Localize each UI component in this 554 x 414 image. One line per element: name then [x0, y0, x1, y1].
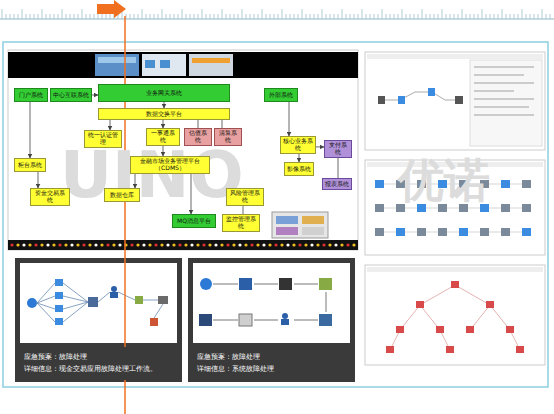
system-box: 资金交易系统	[30, 188, 70, 206]
box-label: 风险管理系统	[229, 190, 261, 204]
connector	[316, 146, 324, 147]
box-label: 估值系统	[187, 130, 209, 144]
system-box: 报表系统	[322, 178, 352, 190]
connector	[222, 120, 223, 128]
system-box: 风险管理系统	[226, 188, 264, 206]
system-box: 外部系统	[264, 88, 298, 102]
panel-caption: 应急预案：故障处理详细信息：现金交易应用故障处理工作流。	[17, 347, 180, 380]
box-label: 报表系统	[325, 181, 349, 188]
caption-line: 应急预案：故障处理	[24, 354, 87, 361]
box-label: 金融市场业务管理平台（CDMS）	[133, 158, 207, 172]
system-box: 影像系统	[284, 162, 314, 176]
connector	[338, 158, 339, 178]
box-label: 支付系统	[327, 142, 349, 156]
system-box: 监控管理系统	[222, 214, 260, 232]
system-box: 统一认证管理	[84, 130, 122, 148]
box-label: 清算系统	[217, 130, 239, 144]
box-label: 业务网关系统	[146, 90, 182, 97]
connector	[198, 120, 199, 128]
system-box: 业务网关系统	[98, 84, 230, 102]
system-box: 清算系统	[214, 128, 242, 146]
system-box: 一事通系统	[146, 128, 180, 146]
system-box: 数据仓库	[104, 188, 140, 202]
box-label: 数据仓库	[110, 192, 134, 199]
box-label: 核心业务系统	[283, 138, 313, 152]
system-box: 中心互联系统	[50, 88, 92, 102]
caption-line: 详细信息：现金交易应用故障处理工作流。	[24, 366, 157, 373]
system-box: 核心业务系统	[280, 136, 316, 154]
caption-line: 应急预案：故障处理	[197, 354, 260, 361]
watermark: 优诺	[398, 150, 490, 212]
system-box: 金融市场业务管理平台（CDMS）	[130, 156, 210, 174]
system-box: 估值系统	[184, 128, 212, 146]
box-label: 柜台系统	[18, 162, 42, 169]
box-label: MQ消息平台	[177, 218, 211, 225]
caption-line: 详细信息：系统故障处理	[197, 366, 274, 373]
system-box: MQ消息平台	[172, 214, 216, 228]
connector	[163, 120, 164, 128]
box-label: 影像系统	[287, 166, 311, 173]
panel-caption: 应急预案：故障处理详细信息：系统故障处理	[190, 347, 353, 380]
connector	[289, 102, 290, 136]
system-box: 门户系统	[14, 88, 48, 102]
box-label: 外部系统	[269, 92, 293, 99]
connector	[38, 172, 39, 188]
box-label: 资金交易系统	[33, 190, 67, 204]
system-box: 支付系统	[324, 140, 352, 158]
box-label: 数据交换平台	[146, 111, 182, 118]
connector	[299, 154, 300, 162]
connector	[30, 102, 31, 158]
box-label: 一事通系统	[149, 130, 177, 144]
system-box: 柜台系统	[14, 158, 46, 172]
box-label: 门户系统	[19, 92, 43, 99]
box-label: 监控管理系统	[225, 216, 257, 230]
system-box: 数据交换平台	[98, 108, 230, 120]
connector	[110, 120, 111, 130]
watermark: UINO	[60, 138, 244, 212]
box-label: 统一认证管理	[87, 132, 119, 146]
box-label: 中心互联系统	[53, 92, 89, 99]
